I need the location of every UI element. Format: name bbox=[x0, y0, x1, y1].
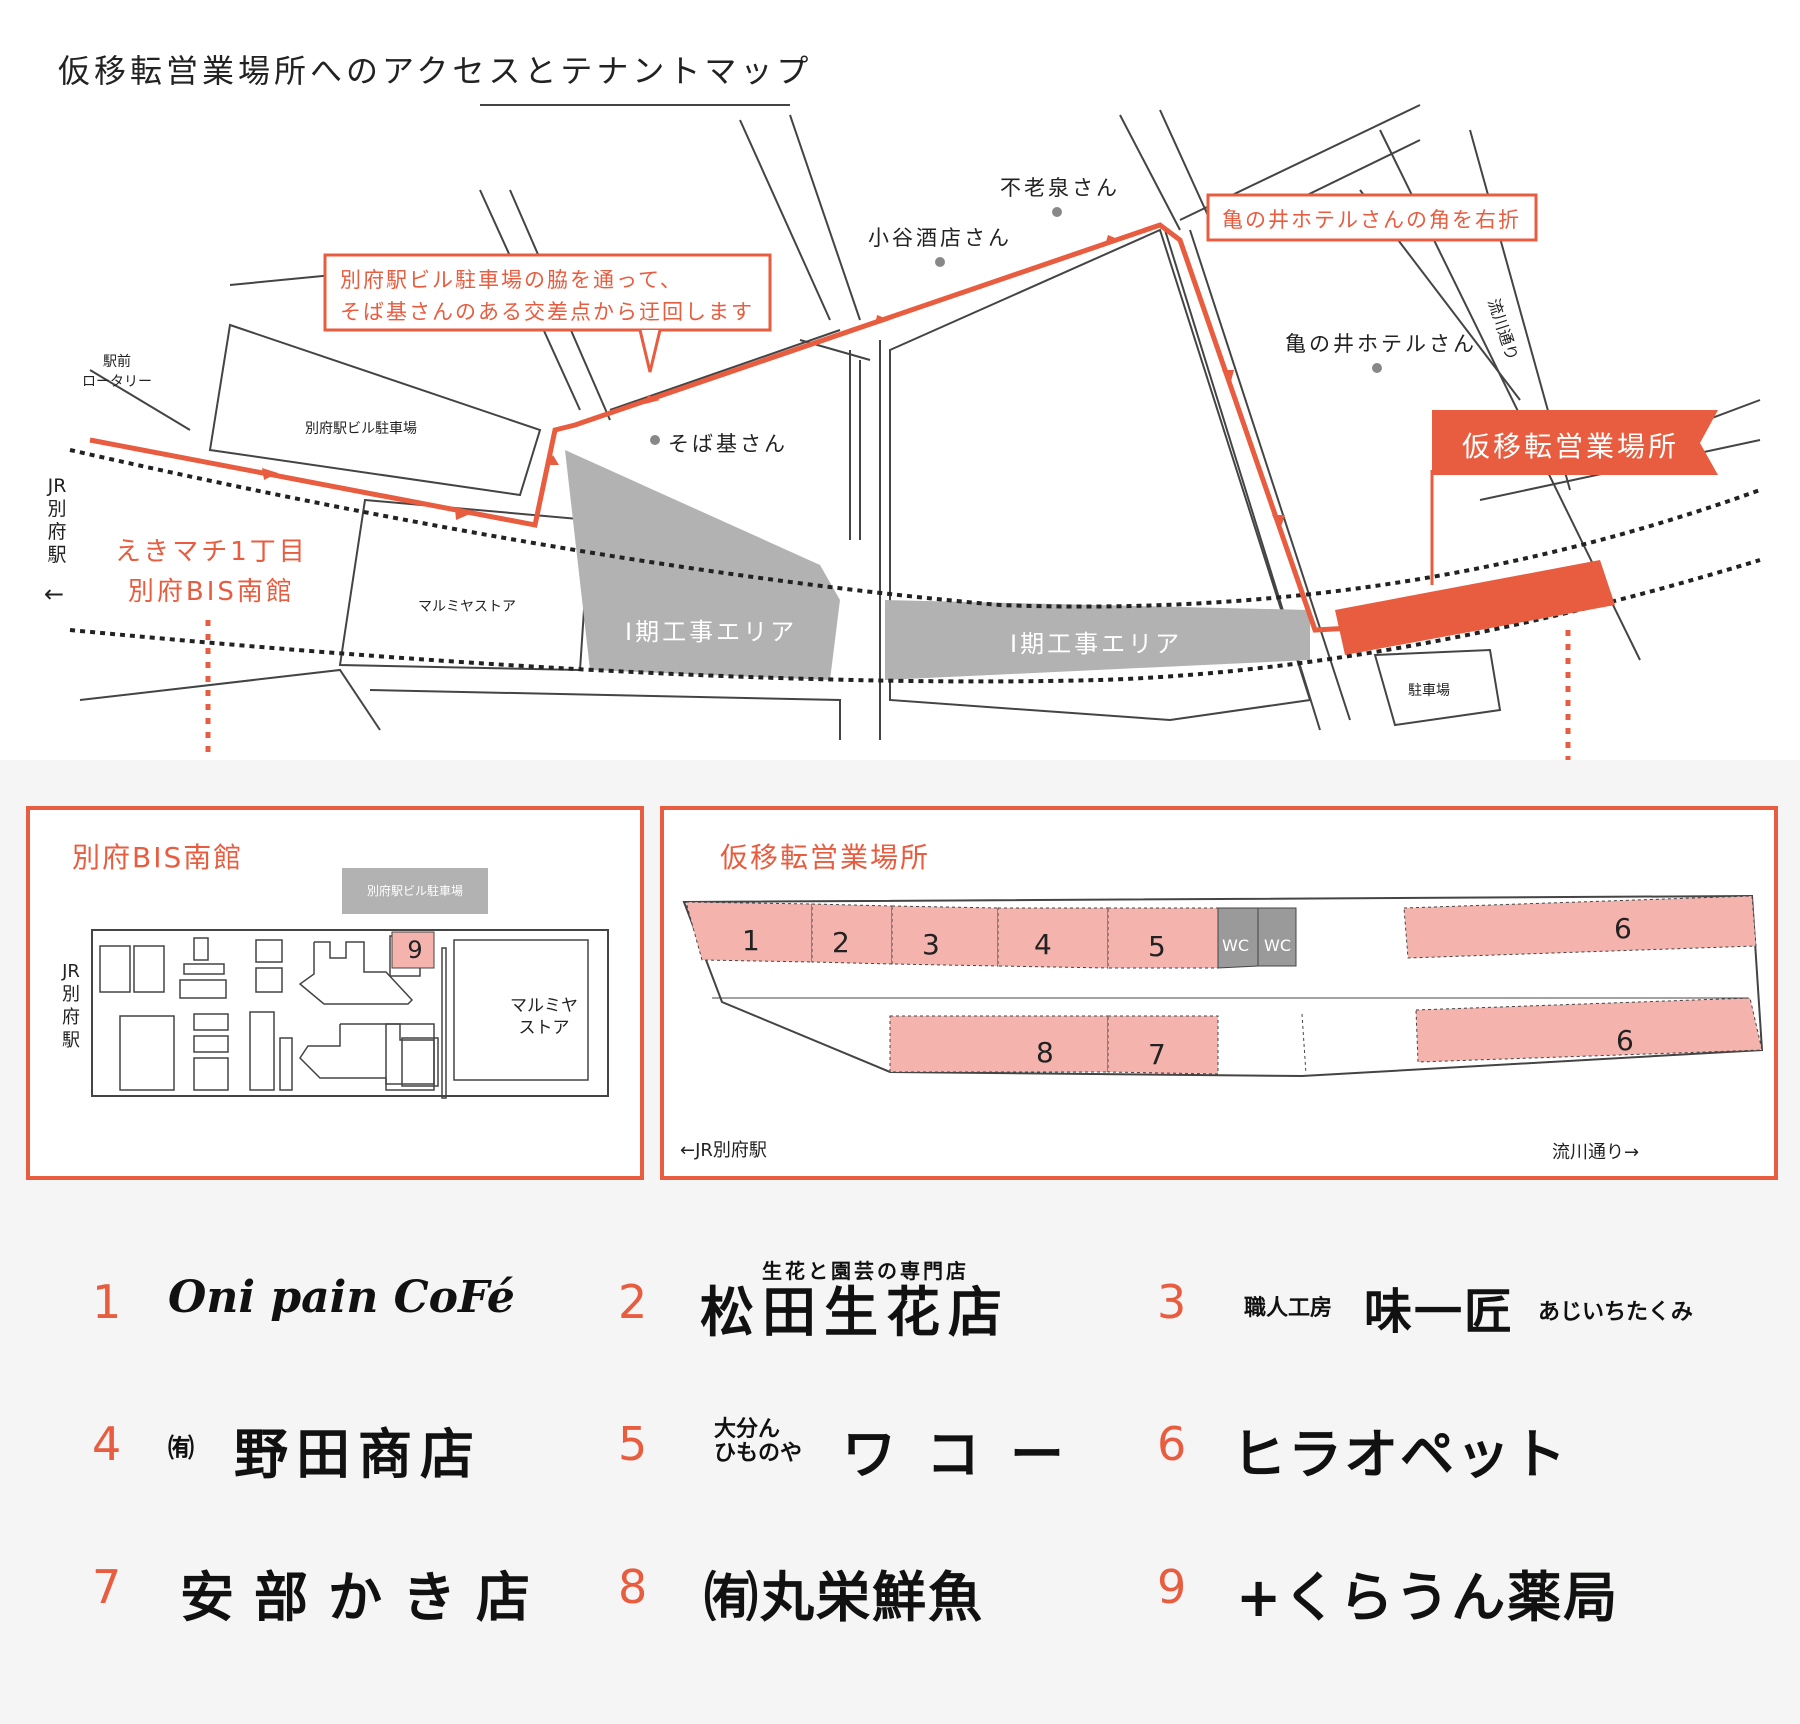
landmark-dots bbox=[650, 207, 1382, 445]
bis-tenant-9: 9 bbox=[407, 936, 423, 964]
legend-pre-5: 大分ん ひものや bbox=[714, 1418, 802, 1466]
temp-cell-wc-1: WC bbox=[1222, 936, 1249, 955]
legend-name-3: 味一匠 bbox=[1364, 1284, 1515, 1340]
jr-line-1: JR bbox=[47, 475, 67, 497]
callout-route-tail bbox=[638, 329, 662, 373]
legend-sub-2: 生花と園芸の専門店 bbox=[762, 1259, 969, 1283]
legend-pre-5-line-1: 大分ん bbox=[714, 1417, 781, 1442]
landmark-furosen: 不老泉さん bbox=[1000, 176, 1120, 200]
legend-name-8: ㈲丸栄鮮魚 bbox=[704, 1566, 984, 1629]
temp-cell-1: 1 bbox=[742, 924, 760, 957]
temp-location-panel: 仮移転営業場所 1 2 3 4 5 WC WC 6 8 7 6 ←JR別府駅 流… bbox=[660, 806, 1778, 1180]
legend-num-5: 5 bbox=[618, 1417, 648, 1471]
temp-cell-4: 4 bbox=[1034, 928, 1052, 961]
callout-route-line-1: 別府駅ビル駐車場の脇を通って、 bbox=[340, 268, 683, 292]
temp-cell-7: 7 bbox=[1148, 1038, 1166, 1071]
temp-panel-title: 仮移転営業場所 bbox=[720, 841, 931, 874]
route-line bbox=[89, 222, 1371, 633]
legend-num-3: 3 bbox=[1157, 1275, 1187, 1329]
temp-cell-3: 3 bbox=[922, 928, 940, 961]
temp-cell-6-top: 6 bbox=[1614, 912, 1632, 945]
construction-label-2: Ⅰ期工事エリア bbox=[1010, 630, 1183, 658]
rotary-line-2: ロータリー bbox=[82, 374, 152, 390]
destination-flag-label: 仮移転営業場所 bbox=[1462, 430, 1680, 463]
left-arrow-icon: ← bbox=[44, 580, 65, 608]
bis-marumiya-line-2: ストア bbox=[518, 1018, 570, 1038]
landmark-parking: 駐車場 bbox=[1408, 683, 1450, 699]
legend-num-4: 4 bbox=[92, 1417, 122, 1471]
legend-name-6: ヒラオペット bbox=[1232, 1423, 1568, 1486]
jr-line-3: 府 bbox=[47, 521, 67, 543]
construction-label-1: Ⅰ期工事エリア bbox=[625, 618, 798, 646]
legend-num-9: 9 bbox=[1157, 1560, 1187, 1614]
temp-cell-wc-2: WC bbox=[1264, 936, 1291, 955]
landmark-sobaki: そば基さん bbox=[668, 432, 788, 456]
building-blocks bbox=[208, 228, 1502, 727]
jr-line-2: 別 bbox=[47, 498, 67, 520]
rail-line-south bbox=[69, 558, 1761, 684]
destination-flag bbox=[1432, 410, 1718, 475]
access-map bbox=[69, 104, 1761, 760]
landmark-station-parking: 別府駅ビル駐車場 bbox=[305, 421, 417, 437]
temp-cell-2: 2 bbox=[832, 926, 850, 959]
temp-cell-6-bottom: 6 bbox=[1616, 1024, 1634, 1057]
legend-num-7: 7 bbox=[92, 1560, 122, 1614]
callout-turn-text: 亀の井ホテルさんの角を右折 bbox=[1222, 208, 1521, 232]
route-arrows bbox=[262, 235, 1285, 530]
temp-floor-plan bbox=[682, 894, 1764, 1078]
bis-jr-station: JR 別 府 駅 bbox=[60, 960, 82, 1052]
temp-cell-5: 5 bbox=[1148, 930, 1166, 963]
landmark-kamenoi: 亀の井ホテルさん bbox=[1285, 332, 1477, 356]
callout-route-text: 別府駅ビル駐車場の脇を通って、 そば基さんのある交差点から迂回します bbox=[340, 264, 754, 328]
route-arrow-head bbox=[1352, 615, 1372, 640]
landmark-marumiya: マルミヤストア bbox=[418, 599, 516, 615]
legend-pre-3: 職人工房 bbox=[1244, 1296, 1333, 1321]
bis-marumiya-line-1: マルミヤ bbox=[510, 996, 578, 1016]
legend-num-6: 6 bbox=[1157, 1417, 1187, 1471]
bis-jr-line-3: 府 bbox=[62, 1007, 80, 1028]
temp-left-note: ←JR別府駅 bbox=[680, 1140, 767, 1161]
legend-post-3: あじいちたくみ bbox=[1538, 1300, 1693, 1325]
legend-num-1: 1 bbox=[92, 1275, 122, 1329]
legend-pre-5-line-2: ひものや bbox=[714, 1441, 803, 1466]
callout-route-line-2: そば基さんのある交差点から迂回します bbox=[340, 300, 754, 324]
landmark-kotani: 小谷酒店さん bbox=[868, 226, 1012, 250]
rotary-line-1: 駅前 bbox=[103, 354, 131, 370]
landmark-rotary: 駅前 ロータリー bbox=[82, 352, 152, 392]
bis-jr-line-4: 駅 bbox=[62, 1030, 80, 1051]
legend-num-8: 8 bbox=[618, 1560, 648, 1614]
bis-panel-title: 別府BIS南館 bbox=[72, 841, 244, 874]
bis-jr-line-2: 別 bbox=[62, 984, 80, 1005]
jr-line-4: 駅 bbox=[47, 544, 67, 566]
landmark-jr-station: JR 別 府 駅 bbox=[44, 475, 70, 567]
callout-turn-box bbox=[1206, 193, 1538, 242]
construction-area-1 bbox=[565, 450, 840, 680]
legend-name-7: 安部かき店 bbox=[180, 1566, 550, 1629]
bis-jr-line-1: JR bbox=[62, 961, 80, 982]
legend-pre-4: ㈲ bbox=[168, 1434, 195, 1464]
legend-name-2: 松田生花店 bbox=[700, 1281, 1010, 1344]
bis-floor-plan bbox=[91, 929, 609, 1099]
bis-parking-label: 別府駅ビル駐車場 bbox=[342, 868, 488, 914]
destination-zone bbox=[1335, 560, 1615, 655]
temp-right-note: 流川通り→ bbox=[1552, 1142, 1640, 1163]
callout-route-box bbox=[323, 253, 772, 332]
bis-marumiya: マルミヤ ストア bbox=[510, 995, 578, 1039]
construction-area-2 bbox=[885, 600, 1310, 680]
legend-name-9: +くらうん薬局 bbox=[1236, 1566, 1620, 1629]
temp-cell-8: 8 bbox=[1036, 1036, 1054, 1069]
legend-name-5: ワコー bbox=[842, 1423, 1094, 1486]
ekimachi-line-2: 別府BIS南館 bbox=[127, 577, 295, 607]
legend-name-1: Oni pain CoFé bbox=[168, 1272, 515, 1323]
legend-num-2: 2 bbox=[618, 1275, 648, 1329]
landmark-ekimachi: えきマチ1丁目 別府BIS南館 bbox=[115, 532, 308, 612]
legend-name-4: 野田商店 bbox=[234, 1423, 482, 1486]
bis-floor-panel: 別府BIS南館 別府駅ビル駐車場 JR 別 府 駅 bbox=[26, 806, 644, 1180]
ekimachi-line-1: えきマチ1丁目 bbox=[115, 537, 308, 567]
page-title: 仮移転営業場所へのアクセスとテナントマップ bbox=[58, 52, 813, 90]
